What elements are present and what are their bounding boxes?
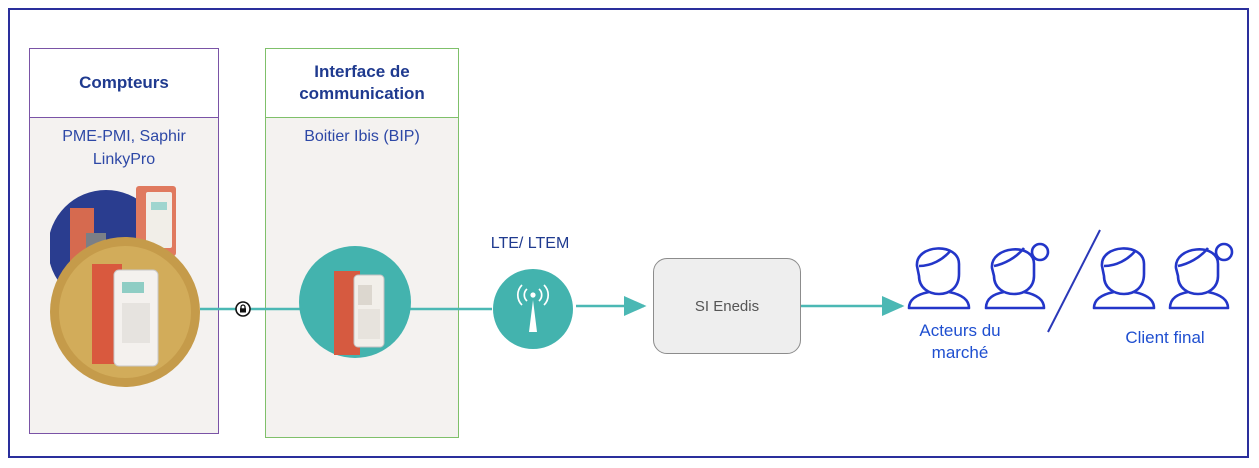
person-icon (984, 242, 1050, 310)
comms-panel: Interface de communication Boitier Ibis … (265, 48, 459, 438)
si-enedis-box: SI Enedis (653, 258, 801, 354)
meter-device-icon (299, 246, 411, 358)
person-icon (907, 247, 971, 310)
market-actors-line2: marché (931, 343, 989, 362)
meter-cluster-icon (50, 186, 200, 387)
meters-panel-subtitle: PME-PMI, Saphir LinkyPro (30, 125, 218, 171)
market-actors-line1: Acteurs du (919, 321, 1001, 340)
meters-subtitle-line2: LinkyPro (92, 151, 156, 168)
diagram-frame (8, 8, 1249, 458)
person-icon (1168, 242, 1234, 310)
comms-panel-title: Interface de communication (266, 49, 458, 118)
comms-panel-subtitle: Boitier Ibis (BIP) (304, 128, 420, 145)
comms-title-line2: communication (299, 84, 425, 103)
comms-title-line1: Interface de (314, 62, 410, 81)
network-label: LTE/ LTEM (490, 235, 570, 252)
person-icon (1092, 247, 1156, 310)
market-actors-label: Acteurs du marché (895, 320, 1025, 364)
si-enedis-label: SI Enedis (694, 297, 760, 315)
antenna-icon (493, 269, 573, 349)
lock-icon (235, 301, 251, 317)
meters-subtitle-line1: PME-PMI, Saphir (62, 128, 186, 145)
separator-slash (1047, 229, 1101, 333)
meters-panel-title: Compteurs (30, 49, 218, 118)
final-client-label: Client final (1125, 328, 1205, 347)
